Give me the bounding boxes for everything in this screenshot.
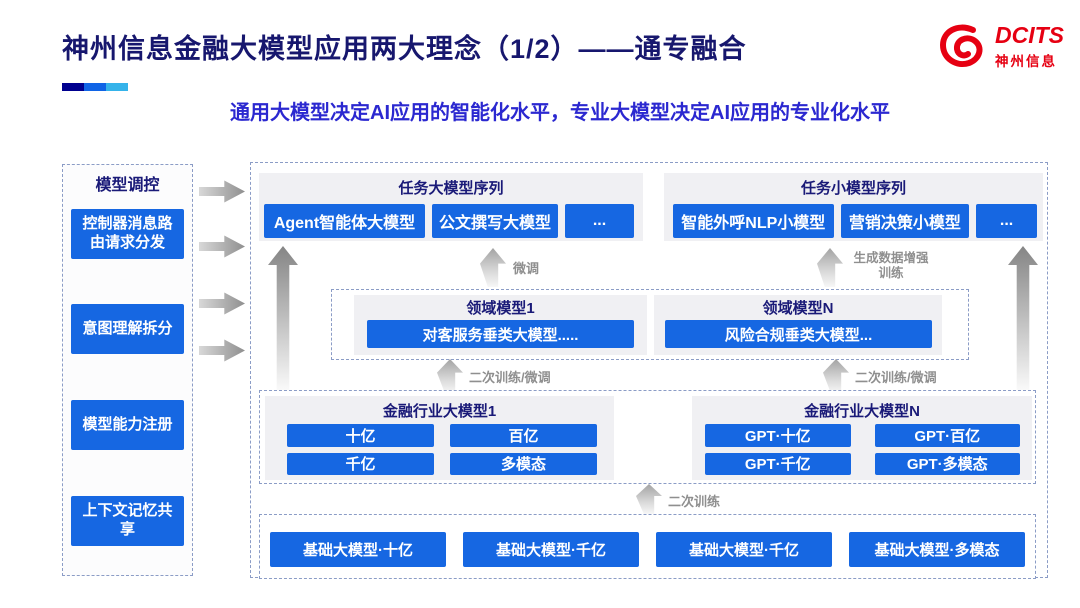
model-box-more-small: ... bbox=[976, 204, 1037, 238]
task-large-model-title: 任务大模型序列 bbox=[398, 180, 504, 197]
industry-model-n-grid: GPT·十亿 GPT·百亿 GPT·千亿 GPT·多模态 bbox=[705, 424, 1020, 475]
retrain-finetune-left-label: 二次训练/微调 bbox=[469, 370, 551, 385]
finetune-label: 微调 bbox=[513, 261, 540, 276]
logo-text: DCITS 神州信息 bbox=[995, 24, 1064, 70]
deco-segment-light bbox=[106, 83, 128, 91]
scale-box-multimodal: 多模态 bbox=[450, 452, 597, 475]
arrow-up-big-left-icon bbox=[268, 246, 298, 392]
arrow-up-big-right-icon bbox=[1008, 246, 1038, 392]
logo-name: DCITS bbox=[995, 22, 1064, 48]
arrow-up-finetune-icon bbox=[480, 248, 506, 287]
sidebar-item-router: 控制器消息路由请求分发 bbox=[71, 209, 184, 259]
industry-model-1-title: 金融行业大模型1 bbox=[382, 403, 497, 420]
sidebar-title: 模型调控 bbox=[95, 177, 160, 194]
scale-box-100b: 千亿 bbox=[287, 452, 434, 475]
arrow-up-retrain-bottom-icon bbox=[636, 484, 662, 514]
gpt-box-100b: GPT·千亿 bbox=[705, 452, 851, 475]
task-small-model-panel: 任务小模型序列 智能外呼NLP小模型 营销决策小模型 ... bbox=[664, 173, 1043, 241]
model-box-marketing: 营销决策小模型 bbox=[840, 204, 970, 238]
logo: DCITS 神州信息 bbox=[937, 22, 1064, 72]
base-model-1b-box: 基础大模型·十亿 bbox=[270, 532, 446, 567]
deco-segment-dark bbox=[62, 83, 84, 91]
scale-box-1b: 十亿 bbox=[287, 424, 434, 447]
page-title: 神州信息金融大模型应用两大理念（1/2）——通专融合 bbox=[62, 34, 747, 64]
arrow-up-gendata-icon bbox=[817, 248, 843, 287]
domain-model-1-panel: 领域模型1 对客服务垂类大模型..... bbox=[354, 295, 647, 355]
gpt-box-1b: GPT·十亿 bbox=[705, 424, 851, 447]
arrow-up-retrain-left-icon bbox=[437, 359, 463, 393]
logo-subname: 神州信息 bbox=[995, 54, 1057, 69]
model-box-document: 公文撰写大模型 bbox=[432, 204, 558, 238]
industry-models-container: 金融行业大模型1 十亿 百亿 千亿 多模态 金融行业大模型N GPT·十亿 GP… bbox=[259, 390, 1036, 484]
industry-model-n-panel: 金融行业大模型N GPT·十亿 GPT·百亿 GPT·千亿 GPT·多模态 bbox=[692, 396, 1032, 480]
base-model-100b-box-2: 基础大模型·千亿 bbox=[656, 532, 832, 567]
task-small-model-title: 任务小模型序列 bbox=[800, 180, 906, 197]
decorative-bar bbox=[62, 83, 128, 91]
base-model-multimodal-box: 基础大模型·多模态 bbox=[849, 532, 1025, 567]
model-box-risk-compliance: 风险合规垂类大模型... bbox=[665, 320, 932, 348]
subtitle: 通用大模型决定AI应用的智能化水平，专业大模型决定AI应用的专业化水平 bbox=[230, 102, 890, 124]
task-small-model-row: 智能外呼NLP小模型 营销决策小模型 ... bbox=[673, 204, 1037, 238]
retrain-finetune-right-label: 二次训练/微调 bbox=[855, 370, 937, 385]
base-models-container: 基础大模型·十亿 基础大模型·千亿 基础大模型·千亿 基础大模型·多模态 bbox=[259, 514, 1036, 579]
arrow-right-1-icon bbox=[199, 180, 245, 203]
gendata-label: 生成数据增强训练 bbox=[853, 251, 929, 280]
arrow-up-retrain-right-icon bbox=[823, 359, 849, 393]
industry-model-1-panel: 金融行业大模型1 十亿 百亿 千亿 多模态 bbox=[265, 396, 614, 480]
task-large-model-panel: 任务大模型序列 Agent智能体大模型 公文撰写大模型 ... bbox=[259, 173, 643, 241]
base-models-row: 基础大模型·十亿 基础大模型·千亿 基础大模型·千亿 基础大模型·多模态 bbox=[270, 532, 1025, 567]
model-box-customer-service: 对客服务垂类大模型..... bbox=[367, 320, 634, 348]
industry-model-n-title: 金融行业大模型N bbox=[804, 403, 920, 420]
sidebar-item-intent: 意图理解拆分 bbox=[71, 304, 184, 354]
arrow-right-2-icon bbox=[199, 235, 245, 258]
industry-model-1-grid: 十亿 百亿 千亿 多模态 bbox=[287, 424, 597, 475]
model-box-outbound-nlp: 智能外呼NLP小模型 bbox=[673, 204, 834, 238]
scale-box-10b: 百亿 bbox=[450, 424, 597, 447]
main-diagram: 任务大模型序列 Agent智能体大模型 公文撰写大模型 ... 任务小模型序列 … bbox=[250, 162, 1048, 579]
domain-model-n-panel: 领域模型N 风险合规垂类大模型... bbox=[654, 295, 942, 355]
model-box-more-large: ... bbox=[565, 204, 634, 238]
gpt-box-multimodal: GPT·多模态 bbox=[874, 452, 1020, 475]
domain-model-n-title: 领域模型N bbox=[762, 300, 834, 317]
arrow-right-3-icon bbox=[199, 292, 245, 315]
model-box-agent: Agent智能体大模型 bbox=[264, 204, 425, 238]
sidebar-item-register: 模型能力注册 bbox=[71, 400, 184, 450]
deco-segment-mid bbox=[84, 83, 106, 91]
base-model-100b-box: 基础大模型·千亿 bbox=[463, 532, 639, 567]
sidebar-item-context: 上下文记忆共享 bbox=[71, 496, 184, 546]
dcits-logo-icon bbox=[939, 24, 983, 67]
domain-models-container: 领域模型1 对客服务垂类大模型..... 领域模型N 风险合规垂类大模型... bbox=[331, 289, 969, 360]
gpt-box-10b: GPT·百亿 bbox=[874, 424, 1020, 447]
model-control-panel: 模型调控 控制器消息路由请求分发 意图理解拆分 模型能力注册 上下文记忆共享 bbox=[62, 164, 193, 576]
domain-model-1-title: 领域模型1 bbox=[466, 300, 535, 317]
retrain-label: 二次训练 bbox=[668, 494, 721, 509]
arrow-right-4-icon bbox=[199, 339, 245, 362]
task-large-model-row: Agent智能体大模型 公文撰写大模型 ... bbox=[264, 204, 634, 238]
